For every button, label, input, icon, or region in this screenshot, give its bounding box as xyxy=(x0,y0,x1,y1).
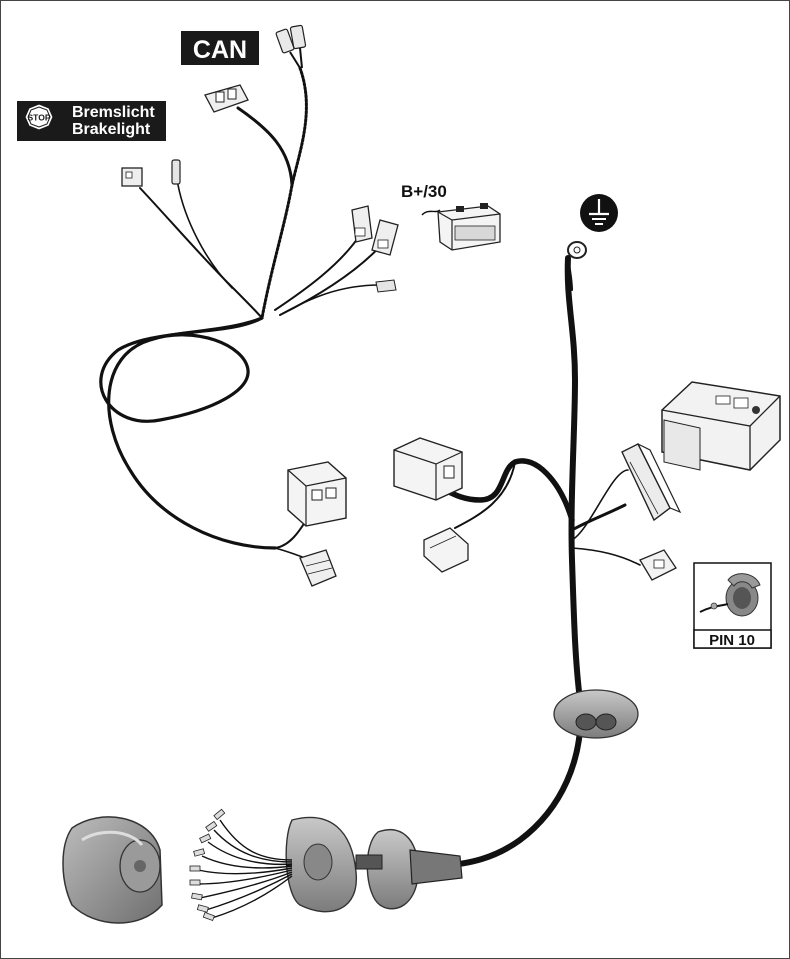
left-small-connectors xyxy=(121,159,181,187)
battery-label-text: B+/30 xyxy=(401,182,447,201)
cable-grommet xyxy=(553,689,639,739)
ground-ring-terminal xyxy=(567,241,587,259)
center-right-connectors xyxy=(393,437,469,573)
trailer-socket xyxy=(62,816,163,924)
brakelight-label: STOP Bremslicht Brakelight xyxy=(17,101,166,141)
stop-sign-text: STOP xyxy=(28,113,51,123)
can-label: CAN xyxy=(181,31,259,65)
battery-icon xyxy=(421,203,501,251)
multi-pin-connector xyxy=(621,443,682,522)
socket-outlet-icon xyxy=(699,573,761,617)
battery-label: B+/30 xyxy=(401,182,447,201)
stop-sign-icon: STOP xyxy=(24,103,54,131)
right-harness-wires xyxy=(437,255,641,869)
ground-icon xyxy=(580,194,618,232)
lower-left-connector xyxy=(287,461,347,587)
socket-fan-wires xyxy=(197,819,293,919)
pin10-connector xyxy=(639,549,677,581)
rear-grommet xyxy=(285,816,463,913)
mid-top-connectors xyxy=(351,205,399,293)
brakelight-connector xyxy=(204,84,249,113)
brakelight-de-text: Bremslicht xyxy=(72,104,155,121)
can-label-text: CAN xyxy=(193,36,247,64)
pin10-inset: PIN 10 xyxy=(693,562,772,649)
socket-pin-terminals xyxy=(189,808,226,922)
brakelight-en-text: Brakelight xyxy=(72,121,151,138)
can-connector xyxy=(275,24,307,69)
pin10-label-text: PIN 10 xyxy=(709,632,755,649)
control-module xyxy=(661,381,781,471)
